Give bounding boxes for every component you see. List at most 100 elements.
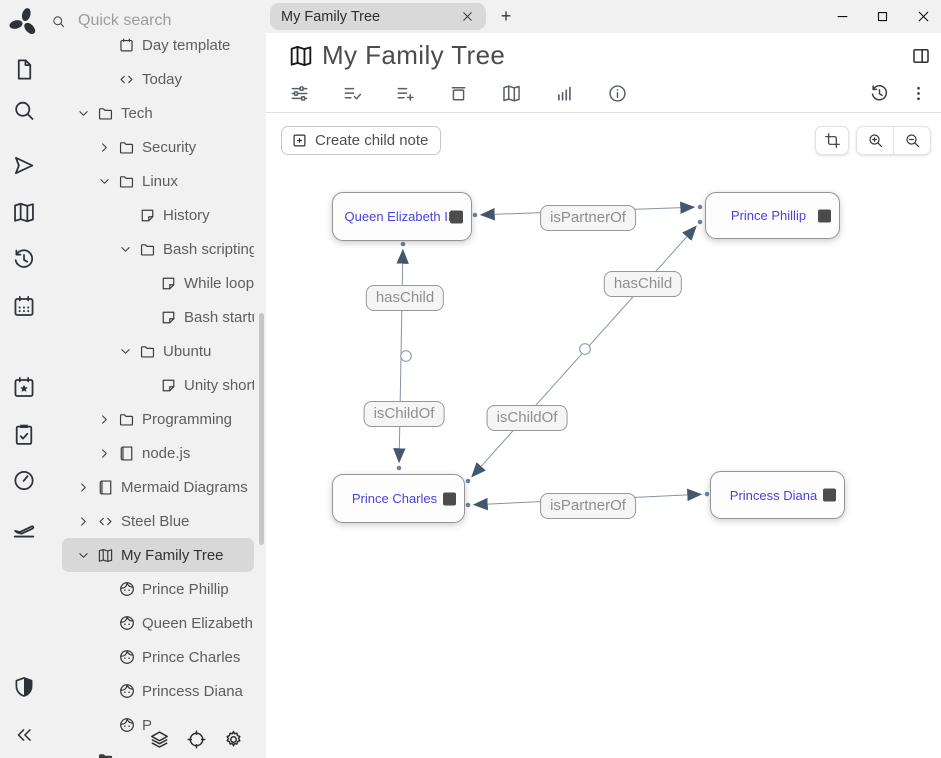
settings-button[interactable] [223, 729, 244, 750]
layers-button[interactable] [149, 729, 170, 750]
map-icon [288, 43, 314, 69]
new-tab-button[interactable]: + [500, 6, 512, 26]
tree-item-ubuntu[interactable]: Ubuntu [62, 334, 254, 368]
open-book-button[interactable] [12, 200, 37, 225]
similar-notes-tab[interactable] [554, 83, 575, 104]
tree-item-today[interactable]: Today [62, 62, 254, 96]
protected-session-button[interactable] [12, 675, 36, 699]
tree-item-queen-elizabeth-ii[interactable]: Queen Elizabeth II [62, 606, 254, 640]
folder-icon [139, 343, 160, 360]
tree-item-steel-blue[interactable]: Steel Blue [62, 504, 254, 538]
person-icon [118, 716, 136, 734]
tree-item-prince-charles[interactable]: Prince Charles [62, 640, 254, 674]
tree-item-clipped[interactable] [62, 742, 254, 758]
map-node-title[interactable]: Queen Elizabeth II [344, 209, 452, 224]
relation-label[interactable]: isChildOf [363, 401, 445, 427]
tree-item-unity-shortcuts[interactable]: Unity shortcuts [62, 368, 254, 402]
chevron-down-icon[interactable] [76, 106, 97, 121]
node-drag-handle[interactable] [443, 492, 456, 505]
close-window-button[interactable] [915, 8, 932, 25]
tree-item-node-js[interactable]: node.js [62, 436, 254, 470]
search-button[interactable] [12, 98, 37, 123]
relation-label[interactable]: hasChild [603, 271, 683, 297]
node-drag-handle[interactable] [450, 210, 463, 223]
map-node-queen-elizabeth[interactable]: Queen Elizabeth II [332, 192, 472, 241]
reset-pan-zoom-button[interactable] [815, 126, 849, 155]
crop-icon[interactable] [824, 132, 841, 149]
tree-item-tech[interactable]: Tech [62, 96, 254, 130]
jump-to-note-button[interactable] [12, 153, 37, 178]
quick-search[interactable]: Quick search [51, 12, 171, 30]
chevron-right-icon[interactable] [97, 446, 118, 461]
edge-midpoint-handle[interactable] [579, 343, 591, 355]
code-icon [118, 71, 135, 88]
chevron-right-icon[interactable] [76, 480, 97, 495]
note-title[interactable]: My Family Tree [322, 40, 506, 70]
tree-item-day-template[interactable]: Day template [62, 37, 254, 62]
relation-label[interactable]: isPartnerOf [540, 493, 636, 519]
map-node-princess-diana[interactable]: Princess Diana [710, 471, 845, 519]
note-info-tab[interactable] [607, 83, 628, 104]
tab-my-family-tree[interactable]: My Family Tree [270, 3, 486, 30]
owned-attributes-tab[interactable] [342, 83, 363, 104]
tree-item-history[interactable]: History [62, 198, 254, 232]
calendar-button[interactable] [12, 294, 37, 319]
new-note-button[interactable] [12, 57, 37, 82]
chevron-right-icon[interactable] [97, 412, 118, 427]
chevron-down-icon[interactable] [76, 548, 97, 563]
note-paths-tab[interactable] [448, 83, 469, 104]
tree-item-mermaid-diagrams[interactable]: Mermaid Diagrams [62, 470, 254, 504]
relation-label[interactable]: isChildOf [486, 405, 568, 431]
tree-item-bash-scripting[interactable]: Bash scripting [62, 232, 254, 266]
chevron-down-icon[interactable] [97, 174, 118, 189]
relation-label[interactable]: hasChild [365, 285, 445, 311]
more-menu-button[interactable] [909, 84, 928, 103]
inherited-attributes-tab[interactable] [395, 83, 416, 104]
note-map-tab[interactable] [501, 83, 522, 104]
tree-item-bash-startup[interactable]: Bash startup [62, 300, 254, 334]
node-drag-handle[interactable] [823, 488, 836, 502]
tree-item-while-loop[interactable]: While loop [62, 266, 254, 300]
plane-takeoff-button[interactable] [12, 515, 37, 540]
tab-close-icon[interactable] [460, 9, 475, 24]
minimize-button[interactable] [835, 9, 850, 24]
folder-icon [97, 105, 118, 122]
map-node-title[interactable]: Princess Diana [729, 487, 818, 503]
chevron-down-icon[interactable] [118, 344, 139, 359]
tree-item-princess-diana[interactable]: Princess Diana [62, 674, 254, 708]
chevron-right-icon[interactable] [97, 140, 118, 155]
calendar-star-button[interactable] [12, 375, 37, 400]
revisions-button[interactable] [869, 83, 890, 104]
map-node-prince-phillip[interactable]: Prince Phillip [705, 192, 840, 239]
split-pane-icon[interactable] [911, 46, 931, 66]
folder-icon [118, 173, 139, 190]
scroll-to-active-note-button[interactable] [186, 729, 207, 750]
tree-item-security[interactable]: Security [62, 130, 254, 164]
chevron-down-icon[interactable] [118, 242, 139, 257]
tree-item-my-family-tree[interactable]: My Family Tree [62, 538, 254, 572]
recent-changes-button[interactable] [12, 247, 37, 272]
relation-label[interactable]: isPartnerOf [540, 205, 636, 231]
basic-properties-tab[interactable] [289, 83, 310, 104]
tree-item-p[interactable]: P [62, 708, 254, 742]
relation-map-canvas[interactable]: isPartnerOf hasChild isChildOf hasChild isCh… [266, 165, 941, 758]
edge-midpoint-handle[interactable] [400, 350, 412, 362]
tree-item-prince-phillip[interactable]: Prince Phillip [62, 572, 254, 606]
chevron-right-icon[interactable] [76, 514, 97, 529]
tree-scrollbar[interactable] [259, 313, 264, 545]
task-list-button[interactable] [12, 422, 37, 447]
map-node-prince-charles[interactable]: Prince Charles [332, 474, 465, 523]
zoom-in-button[interactable] [857, 127, 893, 154]
map-node-title[interactable]: Prince Phillip [730, 208, 807, 223]
tree-item-linux[interactable]: Linux [62, 164, 254, 198]
node-drag-handle[interactable] [818, 209, 831, 222]
tree-item-programming[interactable]: Programming [62, 402, 254, 436]
maximize-button[interactable] [875, 9, 890, 24]
edge-endpoint-dot [465, 478, 471, 484]
note-icon [160, 275, 181, 292]
create-child-note-button[interactable]: Create child note [281, 126, 442, 155]
collapse-pane-button[interactable] [13, 724, 35, 746]
map-node-title[interactable]: Prince Charles [351, 491, 438, 506]
zoom-out-button[interactable] [893, 127, 930, 154]
gauge-button[interactable] [12, 468, 37, 493]
